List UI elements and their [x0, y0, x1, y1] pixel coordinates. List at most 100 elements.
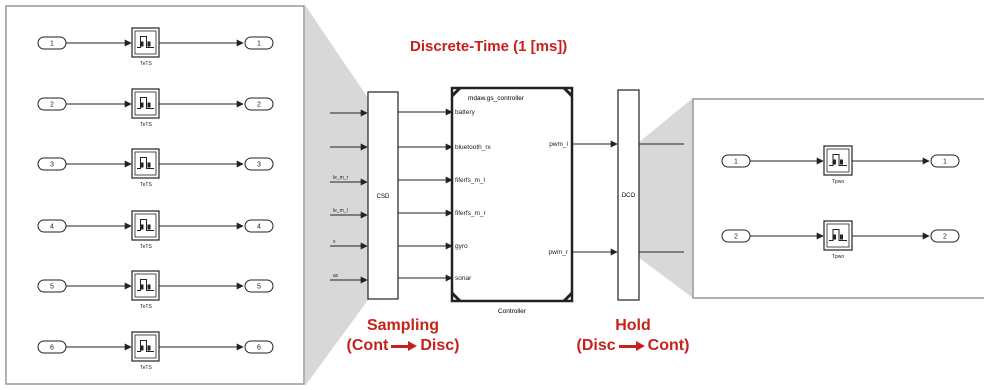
transport-delay-block-bar-icon — [147, 345, 151, 351]
inport-4[interactable]: 4 — [37, 219, 67, 233]
outport-5-shape — [244, 279, 274, 293]
zero-order-hold-label: Tpwo — [832, 179, 844, 185]
inport-6[interactable]: 6 — [37, 340, 67, 354]
inport-3[interactable]: 3 — [37, 157, 67, 171]
sampling-caption-from: (Cont — [346, 337, 389, 354]
transport-delay-label: TeTS — [140, 182, 152, 188]
outport-4-label: 4 — [257, 224, 261, 231]
transport-delay-block[interactable] — [131, 88, 160, 119]
sampling-caption-line1: Sampling — [366, 317, 439, 334]
inport-3-label: 3 — [50, 162, 54, 169]
transport-delay-block-inner — [134, 334, 157, 359]
transport-delay-block[interactable] — [131, 210, 160, 241]
transport-delay-label: TeTS — [140, 365, 152, 371]
transport-delay-block[interactable] — [131, 148, 160, 179]
transport-delay-block-frame — [131, 331, 160, 362]
inport-2[interactable]: 2 — [37, 97, 67, 111]
transport-delay-block-bar-icon — [140, 162, 144, 168]
zero-order-hold-block-waveform-icon — [829, 229, 847, 241]
zero-order-hold-block-frame — [823, 220, 853, 251]
outport-3-label: 3 — [257, 162, 261, 169]
outport-6-shape — [244, 340, 274, 354]
inport-6-label: 6 — [50, 345, 54, 352]
transport-delay-block-bar-icon — [147, 162, 151, 168]
csd-input-label: ac — [333, 273, 339, 279]
transport-delay-block-waveform-icon — [137, 219, 154, 231]
csd-input-label: le_m_l — [333, 208, 348, 214]
inport-5-label: 5 — [50, 284, 54, 291]
transport-delay-block-frame — [131, 270, 160, 301]
inport-1[interactable]: 1 — [37, 36, 67, 50]
transport-delay-block-bar-icon — [147, 41, 151, 47]
transport-delay-block-bar-icon — [140, 41, 144, 47]
transport-delay-block[interactable] — [131, 27, 160, 58]
right-outport-1[interactable]: 1 — [930, 154, 960, 168]
zero-order-hold-block-waveform-icon — [829, 154, 847, 166]
transport-delay-block[interactable] — [131, 270, 160, 301]
hold-caption-to: Cont) — [647, 337, 690, 354]
zero-order-hold-block-bar-icon — [833, 159, 836, 165]
right-outport-2[interactable]: 2 — [930, 229, 960, 243]
zero-order-hold-block-inner — [826, 223, 850, 248]
left-subsystem-panel — [5, 5, 305, 385]
right-outport-2-shape — [930, 229, 960, 243]
inport-5[interactable]: 5 — [37, 279, 67, 293]
transport-delay-label: TeTS — [140, 61, 152, 67]
right-subsystem-panel — [692, 98, 984, 299]
right-arrow-icon — [618, 339, 645, 353]
right-inport-1-label: 1 — [734, 159, 738, 166]
outport-6[interactable]: 6 — [244, 340, 274, 354]
zero-order-hold-block[interactable] — [823, 220, 853, 251]
right-outport-2-label: 2 — [943, 234, 947, 241]
controller-caption: Controller — [498, 308, 527, 315]
outport-4[interactable]: 4 — [244, 219, 274, 233]
controller-input-port-label: bluetooth_rx — [455, 144, 492, 151]
transport-delay-label: TeTS — [140, 122, 152, 128]
transport-delay-label: TeTS — [140, 244, 152, 250]
csd-input-label: le_m_r — [333, 175, 349, 181]
outport-1-label: 1 — [257, 41, 261, 48]
inport-2-label: 2 — [50, 102, 54, 109]
outport-1[interactable]: 1 — [244, 36, 274, 50]
transport-delay-block-frame — [131, 88, 160, 119]
controller-input-port-label: fiferfs_m_r — [455, 210, 487, 217]
transport-delay-block-waveform-icon — [137, 36, 154, 48]
right-inport-1[interactable]: 1 — [721, 154, 751, 168]
dco-block-label: DCO — [622, 193, 636, 199]
csd-block[interactable]: CSD — [367, 91, 399, 300]
outport-5-label: 5 — [257, 284, 261, 291]
transport-delay-block-frame — [131, 148, 160, 179]
outport-5[interactable]: 5 — [244, 279, 274, 293]
right-inport-2[interactable]: 2 — [721, 229, 751, 243]
hold-caption: Hold (Disc Cont) — [548, 316, 718, 356]
transport-delay-block-bar-icon — [140, 284, 144, 290]
dco-block[interactable]: DCO — [617, 89, 640, 301]
controller-output-port-label: pwm_r — [548, 249, 568, 256]
hold-caption-line2: (Disc Cont) — [548, 336, 718, 356]
right-outport-1-shape — [930, 154, 960, 168]
zero-order-hold-block[interactable] — [823, 145, 853, 176]
outport-1-shape — [244, 36, 274, 50]
controller-input-port-label: gyro — [455, 243, 468, 250]
transport-delay-block-bar-icon — [140, 224, 144, 230]
outport-3[interactable]: 3 — [244, 157, 274, 171]
hold-caption-line1: Hold — [615, 317, 651, 334]
transport-delay-block-inner — [134, 30, 157, 55]
zero-order-hold-block-bar-icon — [840, 159, 843, 165]
transport-delay-block-waveform-icon — [137, 279, 154, 291]
hold-caption-from: (Disc — [576, 337, 616, 354]
diagram-title: Discrete-Time (1 [ms]) — [410, 38, 568, 55]
csd-block-label: CSD — [377, 194, 390, 200]
outport-2[interactable]: 2 — [244, 97, 274, 111]
controller-block[interactable]: mdaw.gs_controller Controller — [450, 86, 574, 315]
transport-delay-block-waveform-icon — [137, 340, 154, 352]
inport-1-label: 1 — [50, 41, 54, 48]
controller-input-port-label: fiferfs_m_l — [455, 177, 486, 184]
transport-delay-block[interactable] — [131, 331, 160, 362]
